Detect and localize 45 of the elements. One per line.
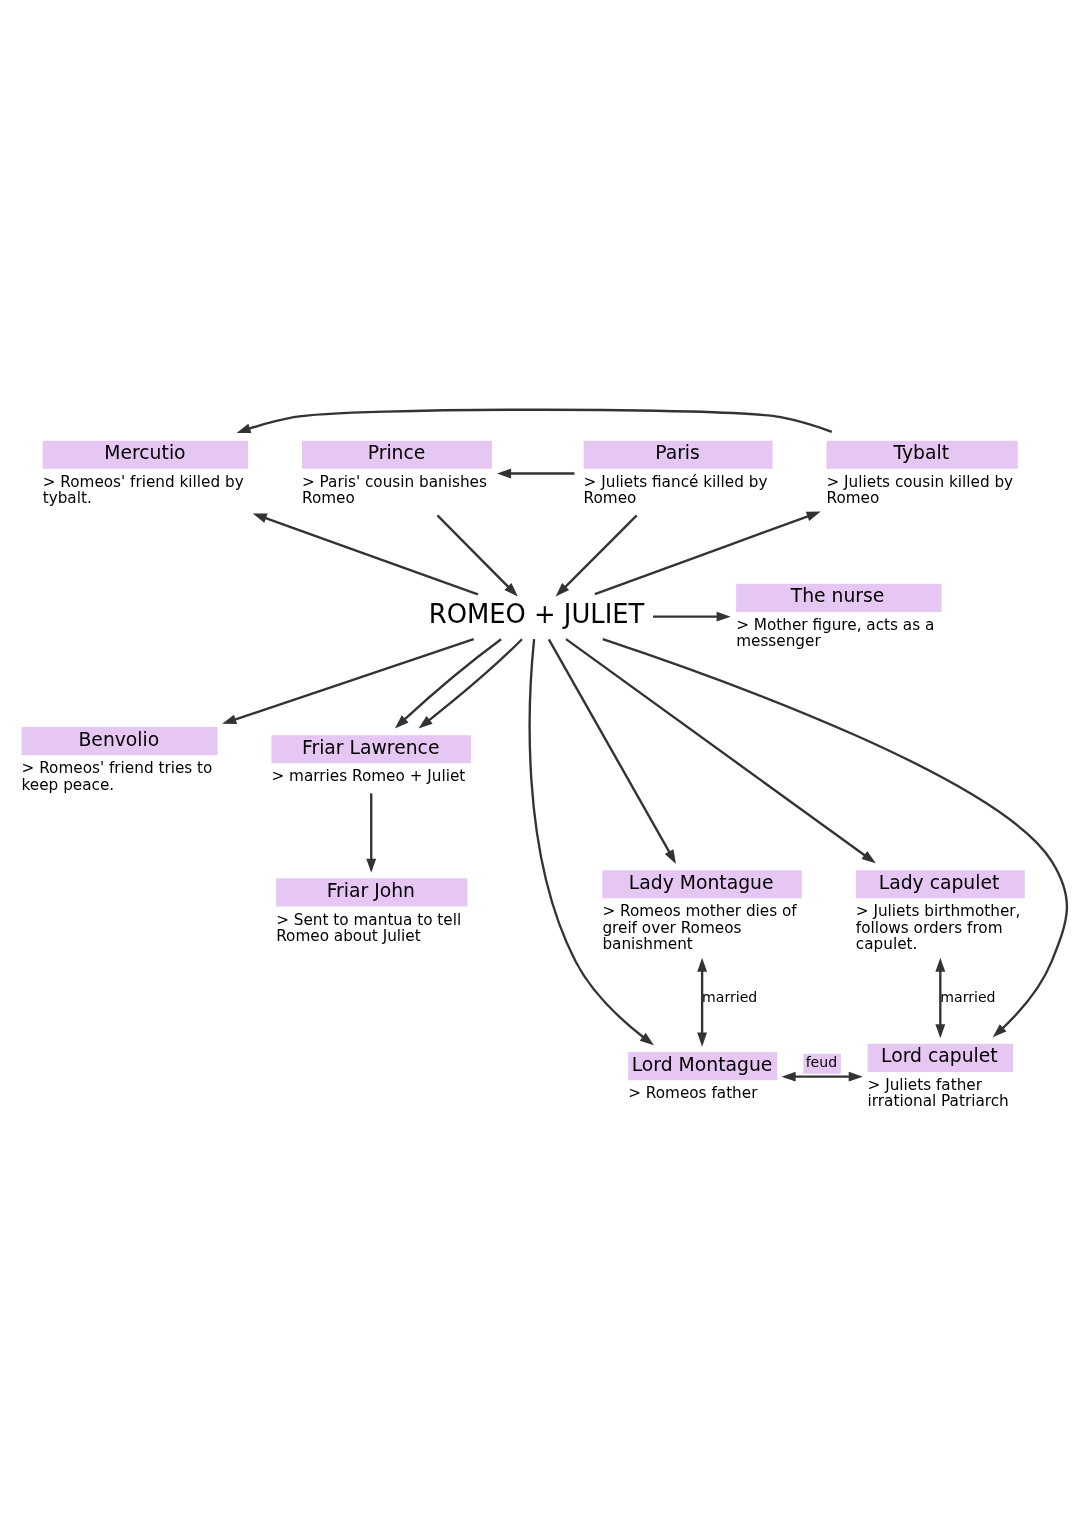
node-label: > Juliets father irrational Patriarch — [867, 1075, 1009, 1110]
arrow — [781, 1071, 863, 1082]
node-label: > Sent to mantua to tell Romeo about Juliet — [276, 910, 462, 945]
edge-label: married — [940, 988, 996, 1005]
node-box: Lady capulet — [855, 869, 1025, 898]
node-box: Prince — [302, 440, 493, 469]
edge-label: feud — [805, 1053, 838, 1070]
node-box: Mercutio — [42, 440, 248, 469]
node-box: Benvolio — [21, 726, 218, 755]
node-label: > Romeos mother dies of greif over Romeos banishment — [602, 901, 797, 953]
node-box: Lord capulet — [867, 1043, 1014, 1072]
arrow — [528, 638, 654, 1045]
arrow — [252, 512, 479, 595]
node-box: The nurse — [736, 583, 942, 612]
node-label: > Paris' cousin banishes Romeo — [301, 472, 487, 507]
node-box: Friar Lawrence — [271, 734, 471, 763]
node-box: Lady Montague — [602, 869, 802, 898]
node-box: Paris — [583, 440, 773, 469]
node-label: > Romeos' friend killed by tybalt. — [42, 472, 244, 507]
node-box: Friar John — [276, 877, 468, 906]
node-label: > marries Romeo + Juliet — [271, 766, 466, 785]
node-label: > Juliets birthmother, follows orders from capulet. — [855, 901, 1021, 953]
node-label: > Romeos' friend tries to keep peace. — [21, 758, 213, 794]
arrow — [547, 638, 676, 864]
edge-label: married — [702, 988, 758, 1005]
arrow — [497, 468, 575, 478]
arrow — [935, 957, 946, 1038]
arrow — [222, 637, 475, 724]
node-label: > Romeos father — [628, 1083, 758, 1102]
arrow — [565, 637, 876, 863]
node-box: Lord Montague — [628, 1051, 778, 1080]
arrow — [697, 957, 708, 1047]
arrow — [366, 792, 377, 873]
arrow — [594, 511, 821, 595]
node-box: Tybalt — [826, 440, 1018, 469]
arrow — [555, 514, 638, 597]
arrow — [236, 408, 833, 433]
node-label: > Juliets cousin killed by Romeo — [826, 472, 1014, 507]
node-label: > Mother figure, acts as a messenger — [736, 615, 935, 650]
arrow — [653, 611, 731, 622]
arrow — [394, 637, 502, 728]
node-label: > Juliets fiancé killed by Romeo — [583, 472, 768, 507]
arrow — [436, 514, 518, 597]
node-text: ROMEO + JULIET — [428, 598, 645, 629]
arrow — [418, 637, 523, 729]
